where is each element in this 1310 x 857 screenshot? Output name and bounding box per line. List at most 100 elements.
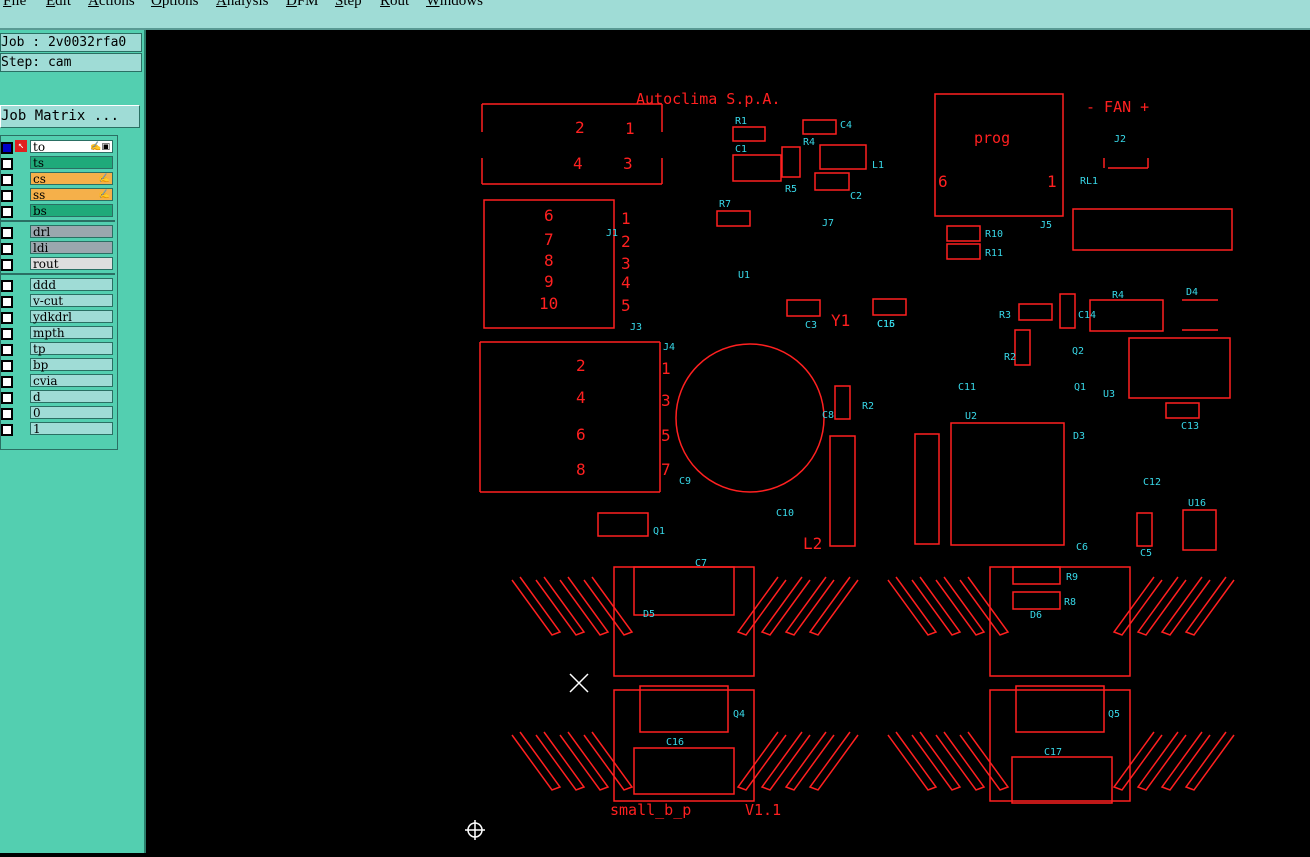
layer-row-ddd[interactable]: ddd: [1, 278, 115, 292]
layer-checkbox[interactable]: [1, 328, 13, 340]
layer-name[interactable]: mpth: [30, 326, 113, 340]
layer-name[interactable]: bp: [30, 358, 113, 372]
layer-row-v-cut[interactable]: v-cut: [1, 294, 115, 308]
layer-name[interactable]: ss✍: [30, 188, 113, 202]
layer-row-rout[interactable]: rout: [1, 257, 115, 271]
heatsink-fin: [808, 576, 859, 636]
layer-name[interactable]: v-cut: [30, 294, 113, 308]
layer-row-tp[interactable]: tp: [1, 342, 115, 356]
layer-name[interactable]: cs✍: [30, 172, 113, 186]
layer-name[interactable]: 1: [30, 422, 113, 436]
layer-checkbox[interactable]: [1, 408, 13, 420]
layer-row-ydkdrl[interactable]: ydkdrl: [1, 310, 115, 324]
heatsink-fin: [784, 576, 835, 636]
heatsink-fin: [911, 576, 962, 636]
layer-row-cvia[interactable]: cvia: [1, 374, 115, 388]
pcb-label: L1: [872, 160, 884, 171]
menu-rout[interactable]: Rout: [380, 0, 410, 9]
layer-checkbox[interactable]: [1, 344, 13, 356]
layer-name[interactable]: 0: [30, 406, 113, 420]
pcb-label: C10: [776, 508, 794, 519]
layer-checkbox[interactable]: [1, 190, 13, 202]
layer-list: ↖to✍▣ ts cs✍ ss✍ bs drl ldi rout ddd v-cut ydkdrl m…: [0, 135, 118, 450]
outline: [834, 385, 851, 420]
menu-file[interactable]: File: [3, 0, 27, 9]
heatsink-fin: [959, 576, 1010, 636]
layer-row-ts[interactable]: ts: [1, 156, 115, 170]
layer-row-bs[interactable]: bs: [1, 204, 115, 218]
layer-name[interactable]: d: [30, 390, 113, 404]
layer-row-ldi[interactable]: ldi: [1, 241, 115, 255]
pcb-label: D5: [643, 609, 655, 620]
layer-checkbox[interactable]: [1, 296, 13, 308]
outline: [914, 433, 940, 545]
layer-checkbox[interactable]: [1, 280, 13, 292]
layer-row-ss[interactable]: ss✍: [1, 188, 115, 202]
pcb-label: R3: [999, 310, 1011, 321]
layer-checkbox[interactable]: [1, 424, 13, 436]
outline: [1011, 756, 1113, 804]
pcb-label: R4: [1112, 290, 1124, 301]
outline: [597, 512, 649, 537]
layer-name[interactable]: ldi: [30, 241, 113, 255]
layer-checkbox[interactable]: [1, 392, 13, 404]
layer-checkbox[interactable]: [1, 259, 13, 271]
pcb-label: RL1: [1080, 176, 1098, 187]
layer-row-cs[interactable]: cs✍: [1, 172, 115, 186]
layer-name[interactable]: cvia: [30, 374, 113, 388]
menu-edit[interactable]: Edit: [46, 0, 72, 9]
menu-options[interactable]: Options: [151, 0, 199, 9]
job-matrix-button[interactable]: Job Matrix ...: [0, 105, 140, 128]
pcb-label: 1: [661, 359, 671, 378]
layer-name[interactable]: drl: [30, 225, 113, 239]
menu-windows[interactable]: Windows: [426, 0, 483, 9]
outline: [633, 747, 735, 795]
layer-name[interactable]: bs: [30, 204, 113, 218]
layer-checkbox[interactable]: [1, 360, 13, 372]
menu-dfm[interactable]: DFM: [286, 0, 319, 9]
heatsink-fin: [959, 731, 1010, 791]
layer-checkbox[interactable]: [1, 206, 13, 218]
layer-row-1[interactable]: 1: [1, 422, 115, 436]
heatsink-fin: [760, 576, 811, 636]
layer-row-0[interactable]: 0: [1, 406, 115, 420]
layer-checkbox[interactable]: [1, 376, 13, 388]
layer-checkbox[interactable]: [1, 227, 13, 239]
layer-name[interactable]: ydkdrl: [30, 310, 113, 324]
layer-row-mpth[interactable]: mpth: [1, 326, 115, 340]
layer-name[interactable]: tp: [30, 342, 113, 356]
layer-row-to[interactable]: ↖to✍▣: [1, 140, 115, 154]
menu-step[interactable]: Step: [335, 0, 362, 9]
connector-j1: [483, 199, 615, 329]
layer-name[interactable]: ddd: [30, 278, 113, 292]
layer-row-bp[interactable]: bp: [1, 358, 115, 372]
outline: [1012, 566, 1061, 585]
heatsink-fin: [559, 731, 610, 791]
layer-name[interactable]: rout: [30, 257, 113, 271]
layer-checkbox[interactable]: [1, 243, 13, 255]
heatsink-fin: [1112, 576, 1163, 636]
layer-row-d[interactable]: d: [1, 390, 115, 404]
layer-row-drl[interactable]: drl: [1, 225, 115, 239]
layer-checkbox[interactable]: [1, 312, 13, 324]
layer-checkbox[interactable]: [1, 174, 13, 186]
pcb-label: J5: [1040, 220, 1052, 231]
menu-bar: File Edit Actions Options Analysis DFM Step Rou…: [0, 0, 1310, 30]
pcb-label: D6: [1030, 610, 1042, 621]
pcb-label: 3: [661, 391, 671, 410]
layer-checkbox[interactable]: [1, 158, 13, 170]
outline: [802, 119, 837, 135]
pcb-label: C3: [805, 320, 817, 331]
menu-actions[interactable]: Actions: [88, 0, 135, 9]
menu-analysis[interactable]: Analysis: [216, 0, 269, 9]
pcb-label: C7: [695, 558, 707, 569]
pcb-label: R1: [735, 116, 747, 127]
layer-name[interactable]: ts: [30, 156, 113, 170]
layer-name[interactable]: to✍▣: [30, 140, 113, 154]
layer-checkbox[interactable]: [1, 142, 13, 154]
heatsink-fin: [808, 731, 859, 791]
outline: [829, 435, 856, 547]
pcb-label: - FAN +: [1086, 98, 1149, 116]
